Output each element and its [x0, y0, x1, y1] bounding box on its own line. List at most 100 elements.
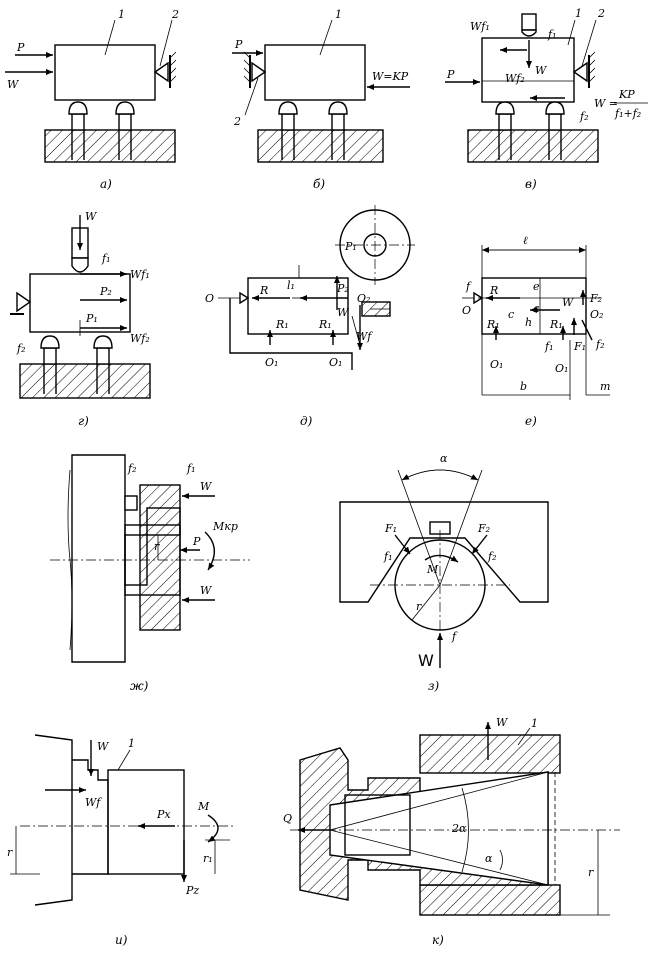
label-1: 1 [128, 737, 135, 750]
label-a: a [533, 302, 540, 315]
label-2alpha: 2α [451, 822, 467, 835]
label-w: W [200, 584, 213, 597]
label-2: 2 [597, 7, 605, 20]
label-1: 1 [575, 7, 582, 20]
formula-lhs: W = [594, 97, 618, 110]
label-f: f [451, 630, 458, 643]
label-1: 1 [118, 8, 125, 21]
caption-b: б) [313, 177, 325, 191]
label-wf1: Wf₁ [130, 268, 150, 281]
panel-d: O R l₁ P₁ P₂ O₂ W R₁ R₁ Wf O₁ O₁ д) [205, 205, 415, 428]
label-alpha: α [440, 452, 448, 465]
label-wf1: Wf₁ [470, 20, 490, 33]
label-r: r [7, 846, 13, 859]
label-w: W [7, 78, 20, 91]
label-h: h [525, 316, 532, 329]
label-w: W [535, 64, 548, 77]
label-o1: O₁ [329, 356, 342, 369]
label-f2: f₂ [16, 342, 25, 355]
label-f1-force: F₁ [573, 340, 586, 353]
label-f1: f₁ [383, 550, 392, 563]
label-1: 1 [531, 717, 538, 730]
label-f2-force: F₂ [589, 292, 602, 305]
label-r: r [416, 600, 422, 613]
label-wf: Wf [356, 330, 373, 343]
caption-z: з) [428, 679, 440, 693]
label-f: f [465, 280, 472, 293]
label-e: e [533, 280, 540, 293]
label-m: M [426, 563, 439, 576]
label-w: W [97, 740, 110, 753]
label-o1: O₁ [265, 356, 278, 369]
label-f2: f₂ [487, 550, 496, 563]
caption-a: а) [100, 177, 112, 191]
label-o1: O₁ [490, 358, 503, 371]
label-f1: f₁ [544, 340, 553, 353]
stop-support [153, 61, 169, 83]
chuck-body [34, 734, 73, 906]
formula-denominator: f₁+f₂ [614, 107, 641, 120]
panel-e: ℓ f O R e a c h W F₂ O₂ R₁ R₁ f₁ F₁ f₂ O… [462, 234, 610, 428]
label-f2: f₂ [595, 338, 604, 351]
label-q: Q [283, 812, 292, 825]
caption-e: е) [525, 414, 537, 428]
label-w: W [562, 296, 575, 309]
label-r: R [489, 284, 498, 297]
caption-zh: ж) [130, 679, 149, 693]
base-plate [19, 363, 151, 399]
label-o2: O₂ [357, 292, 370, 305]
label-px: Px [156, 808, 171, 821]
label-f1: f₁ [101, 252, 110, 265]
panel-a: 1 2 P W а) [5, 8, 179, 191]
workpiece [107, 769, 185, 875]
panel-g: W f₁ Wf₁ P₂ P₁ Wf₂ f₂ г) [10, 210, 151, 428]
v-block [339, 501, 549, 603]
label-F2: F₂ [477, 522, 490, 535]
label-p1: P₁ [344, 240, 357, 253]
label-c: c [508, 308, 514, 321]
label-2: 2 [171, 8, 179, 21]
workpiece [247, 277, 349, 335]
label-r1: R₁ [549, 318, 563, 331]
base-plate [257, 129, 384, 163]
caption-d: д) [300, 414, 313, 428]
label-r1: R₁ [318, 318, 332, 331]
stop-support [251, 61, 267, 83]
label-p: P [192, 535, 201, 548]
label-p2: P₂ [99, 285, 112, 298]
panel-z: α F₁ F₂ f₁ f₂ M r W f з) [339, 452, 549, 693]
clamp-ring [419, 734, 561, 774]
caption-g: г) [78, 414, 89, 428]
label-o: O [205, 292, 214, 305]
label-w: W [337, 306, 350, 319]
label-o1: O₁ [555, 362, 568, 375]
label-w: W [496, 716, 509, 729]
label-w: W [85, 210, 98, 223]
label-pz: Pz [185, 884, 199, 897]
label-o2: O₂ [590, 308, 603, 321]
label-p: P [16, 41, 25, 54]
label-p: P [446, 68, 455, 81]
panel-i: W 1 Wf Px M r r₁ Pz и) [7, 734, 235, 947]
label-F1: F₁ [384, 522, 397, 535]
label-alpha: α [485, 852, 493, 865]
workpiece [54, 44, 156, 101]
panel-v: 1 2 Wf₁ f₁ W Wf₂ P f₂ W = KP f₁+f₂ в) [445, 7, 648, 191]
label-m: m [600, 380, 610, 393]
caption-k: к) [432, 933, 444, 947]
panel-k: W 1 Q 2α α r к) [283, 716, 620, 947]
label-2: 2 [233, 115, 241, 128]
label-r1: r₁ [203, 852, 213, 865]
caption-i: и) [115, 933, 128, 947]
label-r: r [588, 866, 594, 879]
label-o: O [462, 304, 471, 317]
label-w: W [200, 480, 213, 493]
label-l: ℓ [523, 234, 528, 247]
label-f2: f₂ [127, 462, 136, 475]
label-p: P [234, 38, 243, 51]
label-r1: R₁ [275, 318, 289, 331]
label-r1: R₁ [486, 318, 500, 331]
label-f1: f₁ [547, 28, 556, 41]
label-p2: P₂ [336, 282, 349, 295]
